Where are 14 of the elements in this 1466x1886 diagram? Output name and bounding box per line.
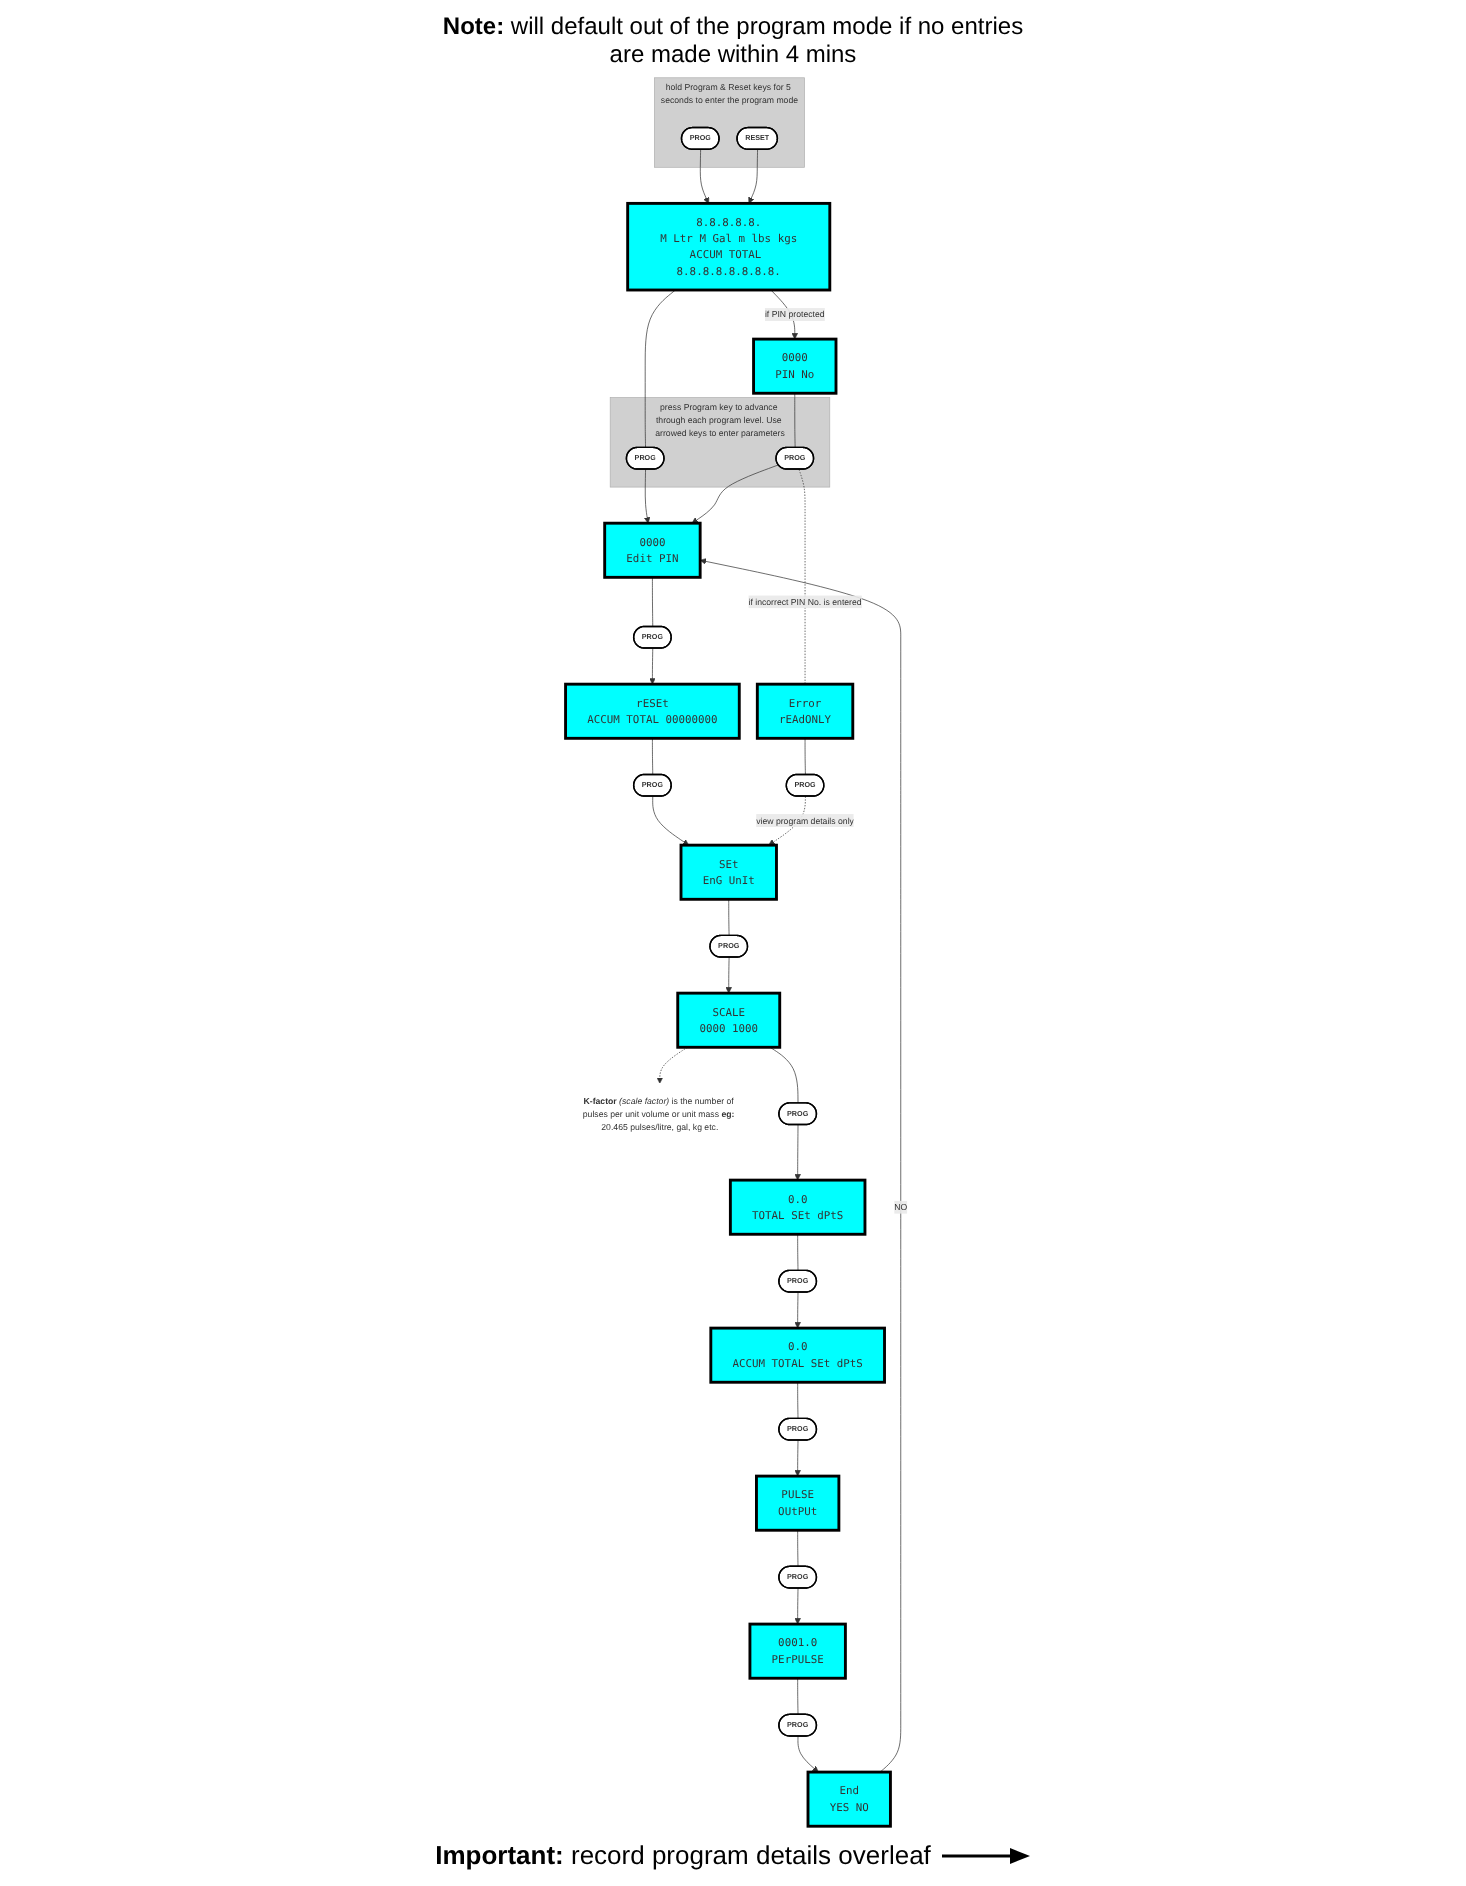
connector: [804, 737, 806, 776]
connector: [794, 392, 796, 449]
connector: [769, 1046, 799, 1104]
connector: [644, 289, 676, 449]
connector: [728, 898, 730, 937]
note-text: Note: will default out of the program mode if no entries are made within 4 mins: [440, 12, 1026, 68]
connector: [652, 576, 654, 628]
connector: [797, 1677, 799, 1716]
connector: [797, 1233, 799, 1272]
footer-note: Important: record program details overleaf: [435, 1840, 931, 1870]
connector: [798, 469, 806, 685]
connector: [652, 737, 654, 776]
connector: [797, 1381, 799, 1420]
connector: [797, 1529, 799, 1568]
